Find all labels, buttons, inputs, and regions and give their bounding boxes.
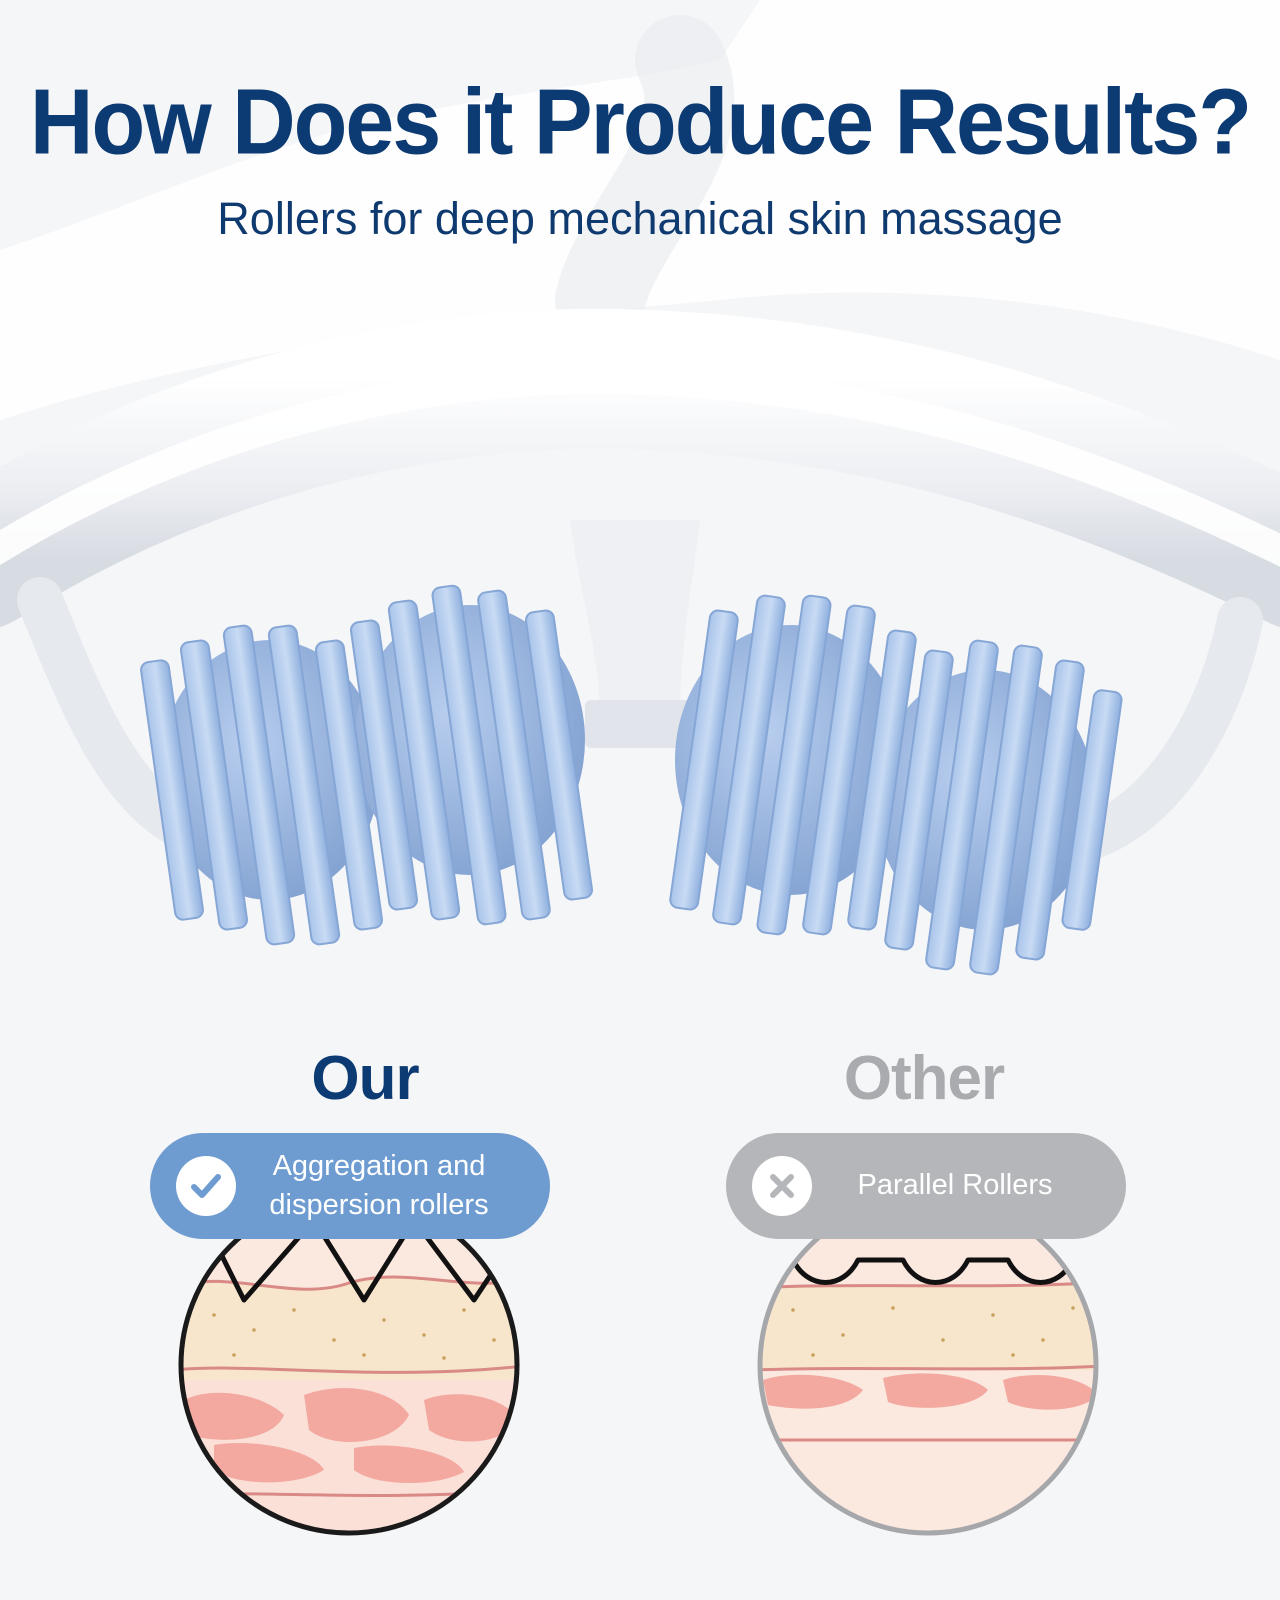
other-column-header: Other [843, 1044, 1005, 1113]
our-feature-label: Aggregation and dispersion rollers [269, 1149, 489, 1221]
our-skin-diagram [178, 1194, 520, 1536]
our-column-header: Our [311, 1044, 419, 1113]
other-skin-diagram [757, 1194, 1099, 1536]
x-icon [752, 1156, 812, 1216]
other-feature-pill: Parallel Rollers [726, 1133, 1126, 1239]
our-feature-pill: Aggregation and dispersion rollers [150, 1133, 550, 1239]
other-feature-label: Parallel Rollers [857, 1169, 1053, 1202]
page-subtitle: Rollers for deep mechanical skin massage [217, 193, 1063, 244]
page-title: How Does it Produce Results? [29, 69, 1252, 174]
check-icon [176, 1156, 236, 1216]
